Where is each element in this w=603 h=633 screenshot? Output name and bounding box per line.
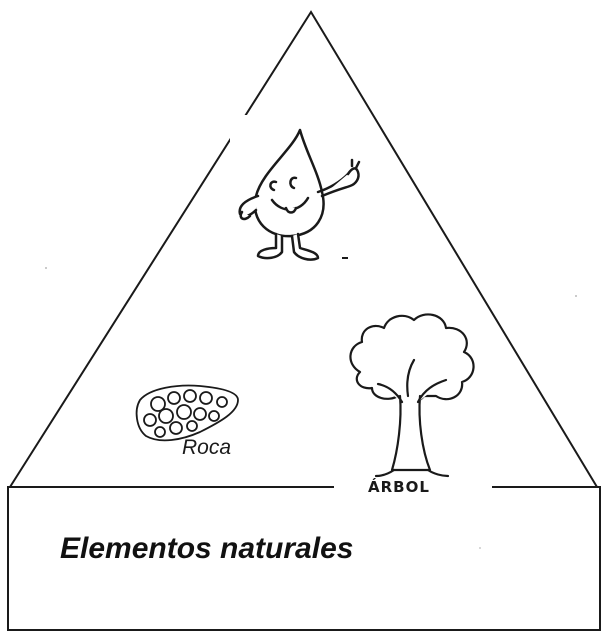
- base-box: [7, 486, 601, 631]
- tree-icon: [349, 313, 475, 478]
- tree-label: ÁRBOL: [368, 478, 430, 496]
- water-drop-character-icon: [238, 128, 361, 261]
- page-title: Elementos naturales: [60, 532, 354, 565]
- rock-icon: [135, 384, 239, 442]
- rock-label: Roca: [182, 436, 232, 459]
- triangle-outline: [9, 10, 598, 488]
